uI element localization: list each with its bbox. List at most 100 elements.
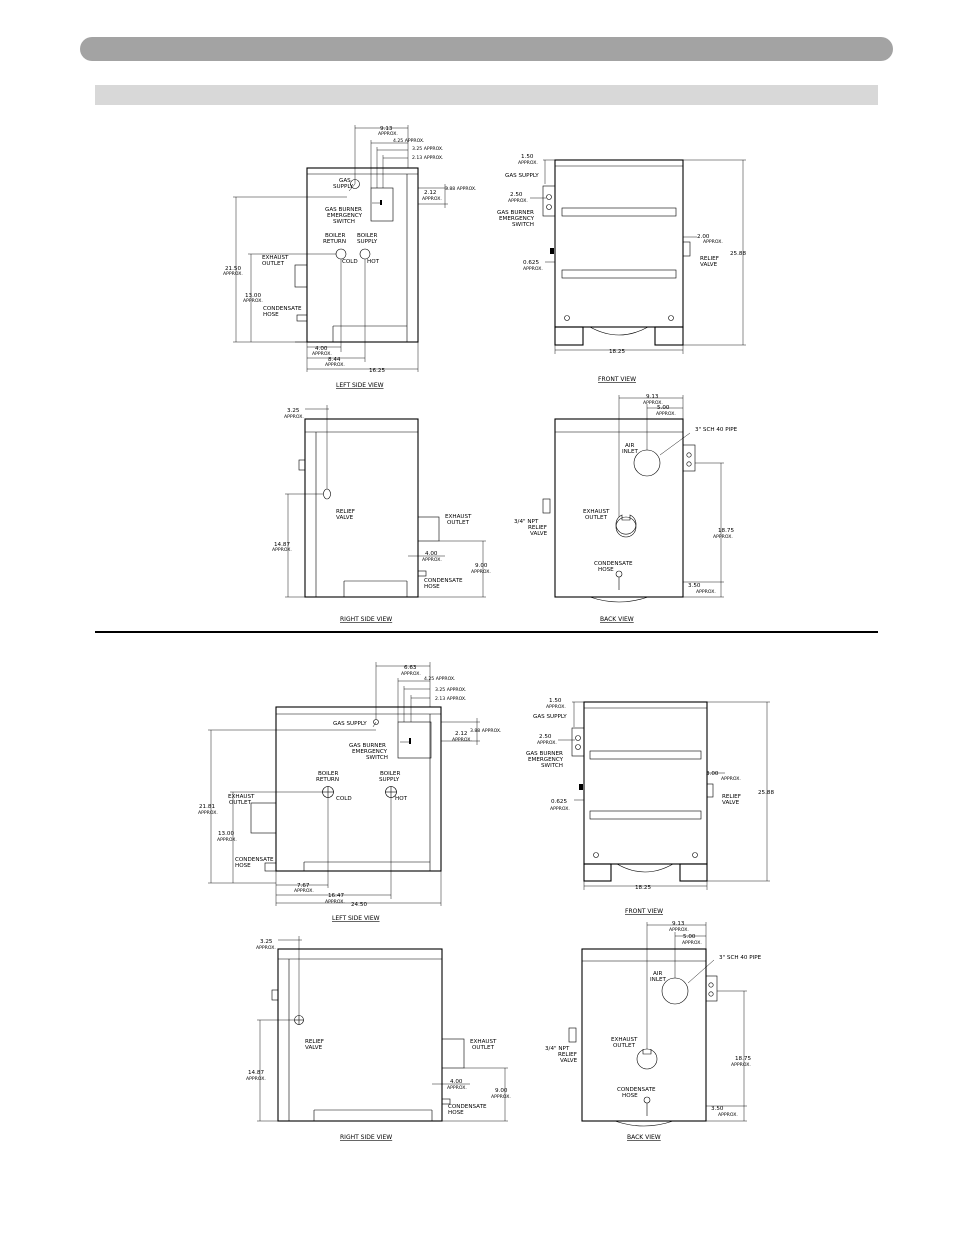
model-a-front-view: 1.50 APPROX. GAS SUPPLY 2.50 APPROX. GAS…	[497, 154, 746, 383]
dim-label: 5.00	[657, 405, 670, 411]
dim-label: 3.88 APPROX.	[470, 728, 502, 734]
dim-label: 1.50	[521, 154, 534, 160]
callout-label: OUTLET	[229, 800, 252, 806]
callout-label: HOSE	[263, 312, 279, 318]
callout-label: VALVE	[305, 1045, 323, 1051]
dim-label: 2.12	[455, 731, 467, 737]
callout-label: COLD	[336, 796, 352, 802]
callout-label: OUTLET	[472, 1045, 495, 1051]
drawing-shape	[589, 596, 649, 603]
dim-label: 2.13 APPROX.	[412, 155, 444, 161]
dim-label: 9.00	[495, 1088, 508, 1094]
dim-label: 9.13	[380, 126, 393, 132]
callout-label: SWITCH	[333, 219, 355, 225]
dim-label: APPROX.	[452, 737, 472, 743]
dim-label: 3.25 APPROX.	[435, 687, 467, 693]
callout-label: RETURN	[316, 777, 339, 783]
callout-label: BOILER	[380, 771, 400, 777]
dim-label: 21.50	[225, 266, 241, 272]
callout-label: EMERGENCY	[499, 216, 535, 222]
callout-label: GAS BURNER	[349, 743, 386, 749]
dim-label: APPROX.	[721, 776, 741, 782]
drawing-circle	[636, 1048, 658, 1070]
dim-label: 2.50	[510, 192, 523, 198]
callout-label: RETURN	[323, 239, 346, 245]
drawing-outline	[571, 727, 585, 757]
drawing-outline	[264, 862, 277, 872]
drawing-outline	[579, 784, 583, 790]
drawing-circle	[615, 516, 637, 538]
dim-label: APPROX.	[550, 806, 570, 812]
dim-label: APPROX.	[643, 400, 663, 406]
callout-label: HOSE	[424, 584, 440, 590]
drawing-outline	[554, 159, 684, 328]
callout-label: GAS	[339, 178, 351, 184]
callout-label: EXHAUST	[228, 794, 255, 800]
callout-label: SWITCH	[366, 755, 388, 761]
dim-label: 3.00	[706, 771, 719, 777]
dim-label: APPROX.	[325, 362, 345, 368]
dim-label: APPROX.	[246, 1076, 266, 1082]
callout-label: HOSE	[235, 863, 251, 869]
callout-label: EMERGENCY	[352, 749, 388, 755]
drawing-circle	[668, 315, 674, 321]
dim-label: 3.25	[287, 408, 300, 414]
callout-label: VALVE	[560, 1058, 578, 1064]
drawing-outline	[581, 948, 707, 1122]
dim-label: 1.50	[549, 698, 562, 704]
dim-label: 14.87	[248, 1070, 264, 1076]
drawing-outline	[568, 1027, 577, 1043]
dim-label: 0.625	[551, 799, 567, 805]
drawing-outline	[304, 418, 419, 598]
drawing-circle	[575, 735, 581, 741]
callout-label: EMERGENCY	[327, 213, 363, 219]
dim-label: APPROX.	[696, 589, 716, 595]
drawing-line	[348, 183, 356, 192]
dim-label: 4.25 APPROX.	[424, 676, 456, 682]
dim-label: APPROX.	[656, 411, 676, 417]
dim-label: APPROX.	[284, 414, 304, 420]
callout-label: INLET	[622, 449, 638, 455]
drawing-outline	[441, 1098, 451, 1105]
dim-label: APPROX.	[223, 271, 243, 277]
dim-label: 9.00	[475, 563, 488, 569]
dim-label: 4.00	[425, 551, 438, 557]
callout-label: HOT	[367, 259, 380, 265]
callout-label: CONDENSATE	[424, 578, 463, 584]
drawing-shape	[615, 514, 637, 535]
drawing-outline	[654, 326, 684, 346]
callout-label: SUPPLY	[333, 184, 354, 190]
callout-label: RELIEF	[336, 509, 355, 515]
callout-label: EXHAUST	[583, 509, 610, 515]
dim-label: 5.00	[683, 934, 696, 940]
dim-label: 2.13 APPROX.	[435, 696, 467, 702]
drawing-outline	[583, 863, 612, 882]
drawing-circle	[575, 744, 581, 750]
dim-label: 4.25 APPROX.	[393, 138, 425, 144]
dim-label: 18.75	[718, 528, 734, 534]
callout-label: INLET	[650, 977, 666, 983]
dim-label: 14.87	[274, 542, 290, 548]
drawing-shape	[616, 863, 674, 873]
drawing-outline	[561, 269, 677, 279]
dim-label: APPROX.	[422, 196, 442, 202]
callout-label: VALVE	[530, 531, 548, 537]
drawing-line	[659, 432, 691, 456]
callout-label: HOSE	[598, 567, 614, 573]
dim-label: 3.25 APPROX.	[412, 146, 444, 152]
view-caption: BACK VIEW	[627, 1134, 661, 1141]
drawing-outline	[550, 248, 554, 254]
dim-label: APPROX.	[731, 1062, 751, 1068]
view-caption: RIGHT SIDE VIEW	[340, 1134, 392, 1141]
view-caption: LEFT SIDE VIEW	[336, 382, 384, 389]
callout-label: 3" SCH 40 PIPE	[695, 427, 738, 433]
dim-label: 24.50	[351, 902, 367, 908]
callout-label: HOT	[395, 796, 408, 802]
callout-label: 3/4" NPT	[545, 1046, 570, 1052]
view-caption: RIGHT SIDE VIEW	[340, 616, 392, 623]
callout-label: COLD	[342, 259, 358, 265]
dim-label: APPROX.	[518, 160, 538, 166]
drawing-outline	[417, 570, 427, 577]
callout-label: CONDENSATE	[448, 1104, 487, 1110]
callout-label: RELIEF	[722, 794, 741, 800]
